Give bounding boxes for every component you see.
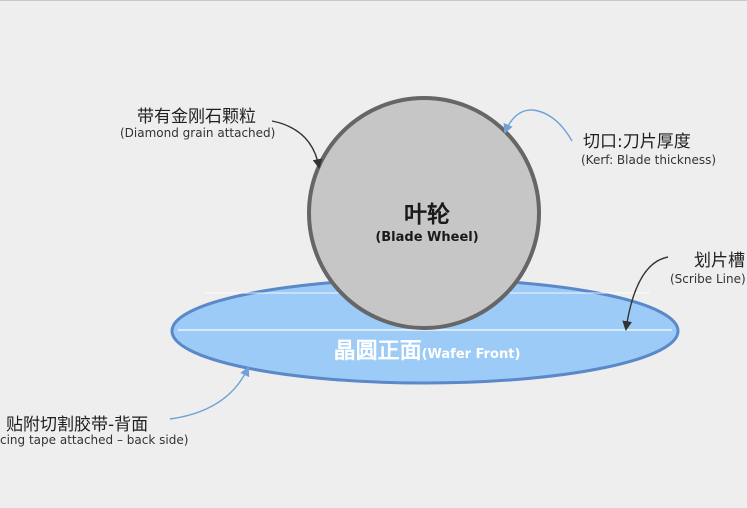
blade-wheel bbox=[307, 96, 541, 330]
scribe-arrow bbox=[622, 256, 669, 331]
kerf-arrow bbox=[503, 109, 573, 142]
kerf-label-en: (Kerf: Blade thickness) bbox=[581, 153, 717, 167]
diamond-arrow bbox=[271, 120, 323, 169]
diamond-label-en: (Diamond grain attached) bbox=[120, 126, 276, 140]
wheel-title-en: (Blade Wheel) bbox=[375, 230, 478, 245]
wafer-title: 晶圆正面(Wafer Front) bbox=[334, 339, 521, 364]
tape-label-en: cing tape attached – back side) bbox=[0, 433, 189, 447]
wafer-title-zh: 晶圆正面 bbox=[334, 339, 422, 364]
tape-arrow bbox=[169, 366, 250, 420]
wafer-title-en: (Wafer Front) bbox=[422, 347, 521, 362]
diamond-label-zh: 带有金刚石颗粒 bbox=[137, 107, 256, 127]
scribe-label-zh: 划片槽 bbox=[694, 251, 745, 271]
scribe-label-en: (Scribe Line) bbox=[670, 272, 746, 286]
kerf-label-zh: 切口:刀片厚度 bbox=[583, 132, 691, 152]
wheel-title-zh: 叶轮 bbox=[404, 201, 450, 228]
tape-label-zh: 贴附切割胶带-背面 bbox=[6, 415, 149, 435]
